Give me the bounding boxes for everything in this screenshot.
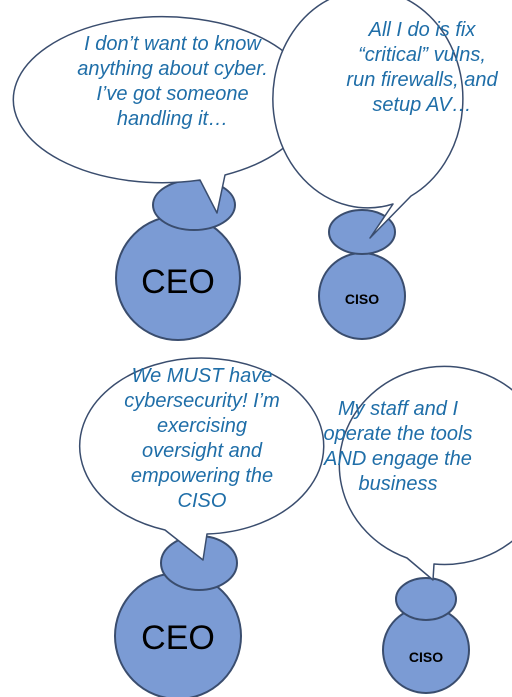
panel-1-ciso-speech-bubble bbox=[272, 0, 464, 239]
panel-2-ciso-quote: My staff and I operate the tools AND eng… bbox=[323, 398, 473, 495]
panel-1-ceo-label: CEO bbox=[141, 263, 215, 301]
panel-1-ciso-figure bbox=[318, 209, 406, 340]
panel-2-ceo-quote: We MUST have cybersecurity! I’m exercisi… bbox=[124, 365, 280, 512]
ciso-head bbox=[328, 209, 396, 255]
panel-2-ceo-figure bbox=[114, 535, 242, 697]
panel-1-ceo-quote: I don’t want to know anything about cybe… bbox=[77, 33, 268, 130]
panel-1-ciso-label: CISO bbox=[344, 291, 380, 307]
panel-1-ceo-figure bbox=[115, 179, 241, 341]
panel-2-ciso-label: CISO bbox=[408, 649, 444, 665]
ciso-head bbox=[395, 577, 457, 621]
panel-2-ciso-speech-bubble bbox=[338, 365, 512, 581]
panel-2-ceo-speech-bubble bbox=[78, 357, 325, 561]
panel-1-ciso-quote: All I do is fix “critical” vulns, run fi… bbox=[346, 19, 498, 116]
panel-2-ciso-figure bbox=[382, 577, 470, 694]
panel-2-ceo-label: CEO bbox=[141, 619, 215, 657]
